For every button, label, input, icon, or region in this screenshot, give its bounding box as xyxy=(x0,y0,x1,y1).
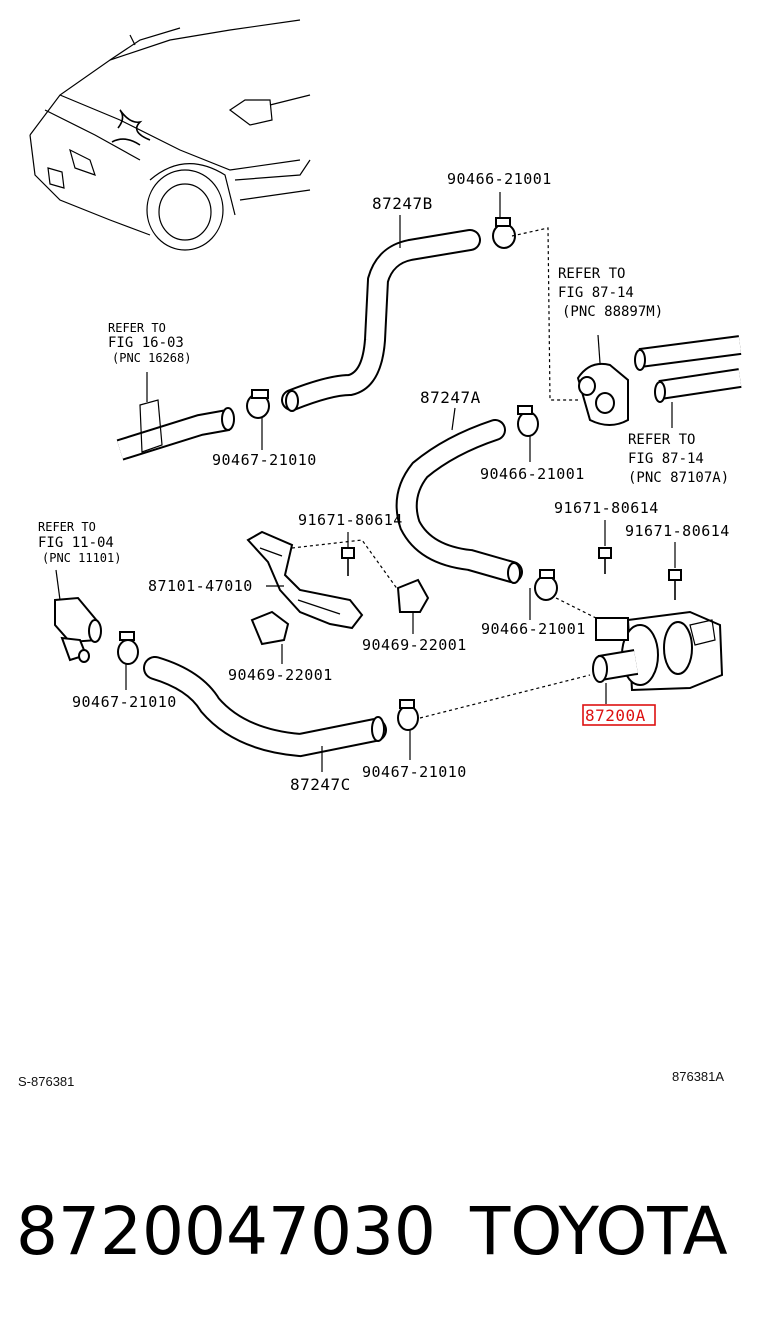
label-bolt-91671-right2: 91671-80614 xyxy=(625,522,730,540)
ref2-line2: FIG 87-14 xyxy=(558,285,634,301)
ref4-line1: REFER TO xyxy=(38,520,96,534)
ref2-line3: (PNC 88897M) xyxy=(562,304,663,320)
hose-87247b xyxy=(281,215,481,412)
heater-connector xyxy=(576,334,742,428)
label-clamp-90467-bottom: 90467-21010 xyxy=(362,763,467,781)
clamp-90467-left xyxy=(117,631,139,690)
diagram-code-left: S-876381 xyxy=(18,1074,74,1089)
label-clamp-90467-left: 90467-21010 xyxy=(72,693,177,711)
ref4-line2: FIG 11-04 xyxy=(38,535,114,551)
clamp-90467-upper xyxy=(246,389,270,450)
pipe-left-upper xyxy=(116,372,235,461)
clamp-90466-top xyxy=(492,192,578,401)
hose-87247a xyxy=(395,407,523,584)
water-valve-87200a xyxy=(592,610,724,704)
diagram-code-right: 876381A xyxy=(672,1069,724,1084)
bolt-91671-mid xyxy=(341,532,355,576)
label-clamp-90466-mid: 90466-21001 xyxy=(480,465,585,483)
label-bolt-91671-right1: 91671-80614 xyxy=(554,499,659,517)
ref3-line3: (PNC 87107A) xyxy=(628,470,729,486)
ref1-line1: REFER TO xyxy=(108,321,166,335)
bolt-91671-right1 xyxy=(598,520,612,574)
clamp-90466-mid xyxy=(517,405,539,462)
bolt-91671-right2 xyxy=(668,542,682,600)
clamp-90467-bottom xyxy=(397,674,591,760)
bracket-87101 xyxy=(246,530,399,630)
label-valve-87200a: 87200A xyxy=(585,706,646,725)
ref3-line2: FIG 87-14 xyxy=(628,451,704,467)
label-clamp-90466-valve: 90466-21001 xyxy=(481,620,586,638)
clamp-90466-valve xyxy=(529,569,601,621)
label-clip-90469-b: 90469-22001 xyxy=(228,666,333,684)
engine-outlet-pipe xyxy=(54,569,102,663)
ref1-line2: FIG 16-03 xyxy=(108,335,184,351)
label-hose-87247b: 87247B xyxy=(372,194,433,213)
brand-name: TOYOTA xyxy=(470,1193,728,1270)
part-number: 8720047030 xyxy=(16,1193,436,1270)
car-illustration xyxy=(29,19,311,251)
ref4-line3: (PNC 11101) xyxy=(42,551,121,565)
label-hose-87247a: 87247A xyxy=(420,388,481,407)
ref3-line1: REFER TO xyxy=(628,432,695,448)
label-bolt-91671-mid: 91671-80614 xyxy=(298,511,403,529)
valve-highlight-box xyxy=(582,704,656,726)
ref1-line3: (PNC 16268) xyxy=(112,351,191,365)
label-clamp-90467-upper: 90467-21010 xyxy=(212,451,317,469)
label-clip-90469-a: 90469-22001 xyxy=(362,636,467,654)
hose-87247c xyxy=(143,656,387,772)
label-clamp-90466-top: 90466-21001 xyxy=(447,170,552,188)
label-hose-87247c: 87247C xyxy=(290,775,351,794)
clip-90469-a xyxy=(396,578,430,634)
label-bracket-87101: 87101-47010 xyxy=(148,577,253,595)
clip-90469-b xyxy=(250,610,290,664)
ref2-line1: REFER TO xyxy=(558,266,625,282)
